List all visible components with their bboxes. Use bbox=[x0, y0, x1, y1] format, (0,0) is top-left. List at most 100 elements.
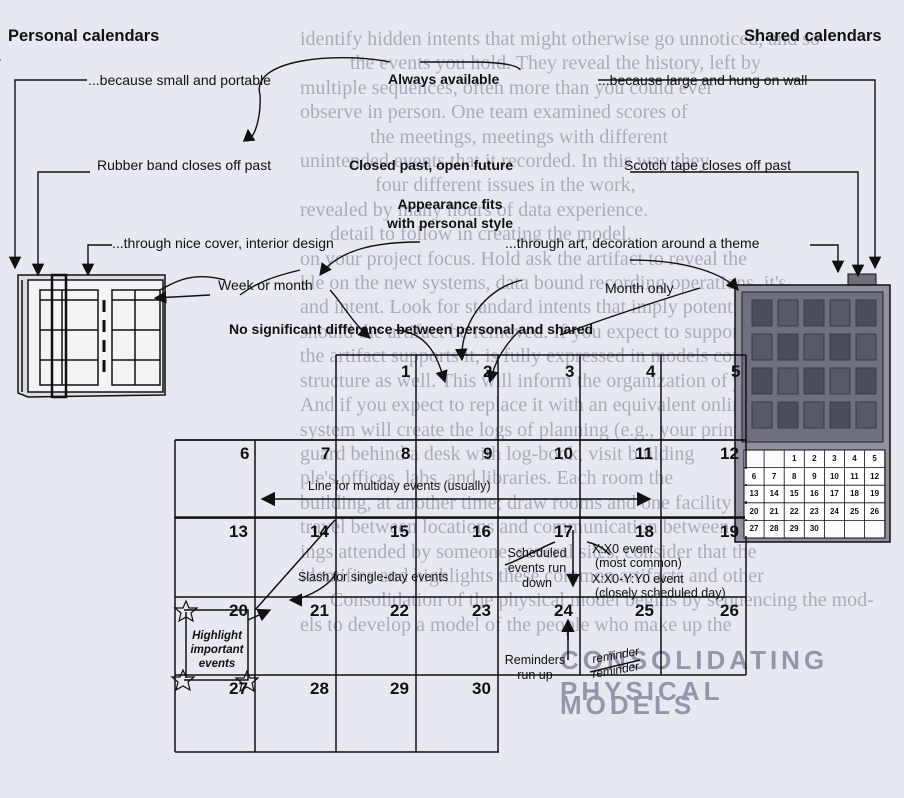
wall-calendar-day-15: 15 bbox=[785, 486, 804, 502]
wall-calendar-day-24: 24 bbox=[825, 503, 844, 519]
calendar-day-5: 5 bbox=[731, 362, 741, 381]
wall-picture-tile bbox=[855, 367, 877, 395]
scheduled-label-3: down bbox=[522, 576, 552, 590]
wall-calendar-day-5: 5 bbox=[865, 451, 884, 466]
highlight-label-1: Highlight bbox=[192, 630, 242, 642]
calendar-day-24: 24 bbox=[554, 601, 573, 620]
wall-picture-tile bbox=[751, 299, 773, 327]
calendar-day-6: 6 bbox=[240, 444, 250, 463]
shared-calendars-title: Shared calendars bbox=[744, 27, 882, 45]
small-portable-label: ...because small and portable bbox=[88, 72, 271, 88]
wall-calendar-day-23: 23 bbox=[805, 503, 824, 519]
highlight-label-3: events bbox=[198, 658, 236, 670]
calendar-day-18: 18 bbox=[635, 522, 654, 541]
week-or-month-label: Week or month bbox=[218, 277, 313, 293]
wall-calendar-day-18: 18 bbox=[845, 486, 864, 502]
wall-calendar-day-7: 7 bbox=[765, 468, 784, 484]
wall-picture-tile bbox=[803, 401, 825, 429]
calendar-day-15: 15 bbox=[390, 522, 409, 541]
wall-picture-tile bbox=[829, 299, 851, 327]
calendar-day-27: 27 bbox=[229, 679, 248, 698]
calendar-day-17: 17 bbox=[554, 522, 573, 541]
appearance-label-2: with personal style bbox=[386, 215, 514, 231]
wall-calendar-picture bbox=[743, 299, 886, 539]
reminders-label-1: Reminders bbox=[504, 653, 566, 667]
x0-y0-event-label-1: X:X0-Y:Y0 event bbox=[592, 572, 684, 586]
wall-calendar-day-29: 29 bbox=[785, 521, 804, 537]
wall-calendar-day-6: 6 bbox=[745, 468, 763, 484]
always-available-label: Always available bbox=[388, 71, 500, 87]
wall-picture-tile bbox=[777, 299, 799, 327]
calendar-day-12: 12 bbox=[720, 444, 739, 463]
diagram-drawing bbox=[8, 56, 891, 753]
calendar-day-9: 9 bbox=[483, 444, 493, 463]
personal-calendars-title: Personal calendars bbox=[8, 27, 160, 45]
calendar-day-16: 16 bbox=[472, 522, 491, 541]
multiday-line-label: Line for multiday events (usually) bbox=[308, 479, 491, 493]
wall-calendar-day-25: 25 bbox=[845, 503, 864, 519]
calendar-day-8: 8 bbox=[401, 444, 411, 463]
wall-picture-tile bbox=[803, 299, 825, 327]
calendar-day-19: 19 bbox=[720, 522, 739, 541]
wall-picture-tile bbox=[751, 401, 773, 429]
wall-calendar-day-21: 21 bbox=[765, 503, 784, 519]
calendar-day-28: 28 bbox=[310, 679, 329, 698]
wall-calendar-day-28: 28 bbox=[765, 521, 784, 537]
wall-picture-tile bbox=[829, 367, 851, 395]
wall-picture-tile bbox=[803, 333, 825, 361]
wall-picture-tile bbox=[777, 333, 799, 361]
wall-calendar-day-16: 16 bbox=[805, 486, 824, 502]
x0-y0-event-label-2: (closely scheduled day) bbox=[595, 586, 726, 600]
slash-single-label: Slash for single-day events bbox=[298, 570, 449, 584]
wall-calendar-day-22: 22 bbox=[785, 503, 804, 519]
wall-calendar-day-30: 30 bbox=[805, 521, 824, 537]
x0-event-label-1: X:X0 event bbox=[592, 542, 654, 556]
wall-calendar-day-2: 2 bbox=[805, 451, 824, 466]
wall-picture-tile bbox=[803, 367, 825, 395]
wall-calendar-day-9: 9 bbox=[805, 468, 824, 484]
calendar-day-21: 21 bbox=[310, 601, 329, 620]
wall-picture-tile bbox=[777, 401, 799, 429]
calendar-day-29: 29 bbox=[390, 679, 409, 698]
background-heading-2: MODELS bbox=[560, 690, 696, 720]
wall-calendar-day-12: 12 bbox=[865, 468, 884, 484]
calendar-day-20: 20 bbox=[229, 601, 248, 620]
calendar-day-4: 4 bbox=[646, 362, 656, 381]
wall-picture-tile bbox=[855, 299, 877, 327]
rubber-band-label: Rubber band closes off past bbox=[97, 157, 272, 173]
personal-planner bbox=[17, 273, 166, 399]
wall-picture-tile bbox=[751, 333, 773, 361]
appearance-label-1: Appearance fits bbox=[397, 196, 503, 212]
wall-calendar-day-20: 20 bbox=[745, 503, 763, 519]
calendar-day-13: 13 bbox=[229, 522, 248, 541]
calendar-day-3: 3 bbox=[565, 362, 575, 381]
wall-picture-tile bbox=[829, 333, 851, 361]
wall-calendar-day-11: 11 bbox=[845, 468, 864, 484]
wall-picture-tile bbox=[777, 367, 799, 395]
calendar-day-10: 10 bbox=[554, 444, 573, 463]
highlight-label-2: important bbox=[190, 644, 244, 656]
wall-calendar-day-13: 13 bbox=[745, 486, 763, 502]
wall-calendar-day-19: 19 bbox=[865, 486, 884, 502]
wall-calendar-day-17: 17 bbox=[825, 486, 844, 502]
art-decoration-label: ...through art, decoration around a them… bbox=[505, 235, 760, 251]
calendar-day-2: 2 bbox=[483, 362, 493, 381]
wall-calendar-day-14: 14 bbox=[765, 486, 784, 502]
month-only-label: Month only bbox=[605, 280, 674, 296]
wall-calendar-day-3: 3 bbox=[825, 451, 844, 466]
calendar-day-1: 1 bbox=[401, 362, 411, 381]
wall-calendar-day-1: 1 bbox=[785, 451, 804, 466]
wall-calendar-day-26: 26 bbox=[865, 503, 884, 519]
wall-picture-tile bbox=[829, 401, 851, 429]
scotch-tape-label: Scotch tape closes off past bbox=[624, 157, 792, 173]
calendar-day-7: 7 bbox=[321, 444, 331, 463]
reminders-label-2: run up bbox=[517, 668, 553, 682]
scheduled-label-1: Scheduled bbox=[507, 546, 567, 560]
nice-cover-label: ...through nice cover, interior design bbox=[112, 235, 334, 251]
wall-calendar-day-10: 10 bbox=[825, 468, 844, 484]
calendar-day-25: 25 bbox=[635, 601, 654, 620]
x0-event-label-2: (most common) bbox=[595, 556, 682, 570]
calendar-day-26: 26 bbox=[720, 601, 739, 620]
wall-calendar-day-8: 8 bbox=[785, 468, 804, 484]
calendar-day-14: 14 bbox=[310, 522, 329, 541]
